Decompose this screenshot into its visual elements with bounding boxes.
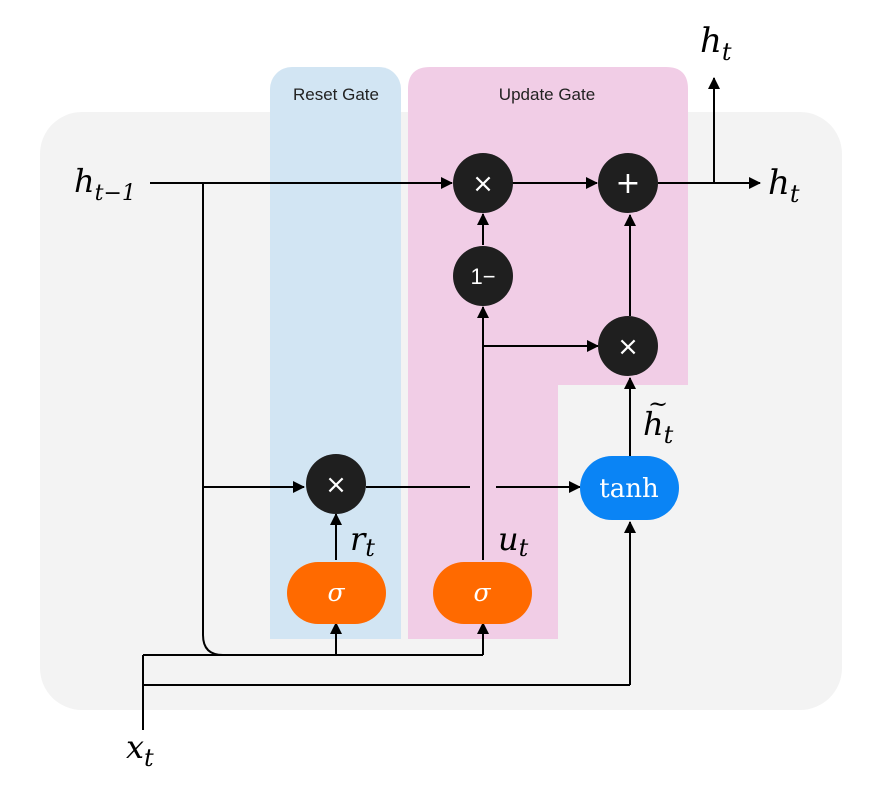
one-minus-symbol: 1− [470, 264, 495, 289]
reset-multiply-node: × [306, 454, 366, 514]
plus-symbol: + [615, 166, 640, 201]
reset-sigma-node: σ [287, 562, 386, 624]
label-h-prev: ht−1 [74, 162, 136, 206]
tanh-node: tanh [580, 456, 679, 520]
label-r-t: rt [350, 520, 375, 562]
top-multiply-symbol: × [472, 169, 494, 199]
connections [142, 77, 761, 730]
reset-gate-title: Reset Gate [293, 85, 379, 104]
label-ht-right: ht [768, 163, 800, 208]
label-h-tilde-t: ht [643, 405, 674, 449]
update-sigma-label: σ [473, 578, 491, 607]
tanh-label: tanh [599, 474, 659, 504]
one-minus-node: 1− [453, 246, 513, 306]
update-sigma-node: σ [433, 562, 532, 624]
top-multiply-node: × [453, 153, 513, 213]
tilde-accent: ~ [648, 390, 668, 418]
reset-multiply-symbol: × [325, 470, 347, 500]
label-x-t: xt [126, 728, 154, 772]
lower-multiply-node: × [598, 316, 658, 376]
lower-multiply-symbol: × [617, 332, 639, 362]
reset-gate-region [270, 67, 401, 639]
update-gate-title: Update Gate [499, 85, 595, 104]
reset-sigma-label: σ [327, 578, 345, 607]
label-u-t: ut [498, 520, 529, 562]
plus-node: + [598, 153, 658, 213]
label-ht-top: ht [700, 21, 732, 66]
